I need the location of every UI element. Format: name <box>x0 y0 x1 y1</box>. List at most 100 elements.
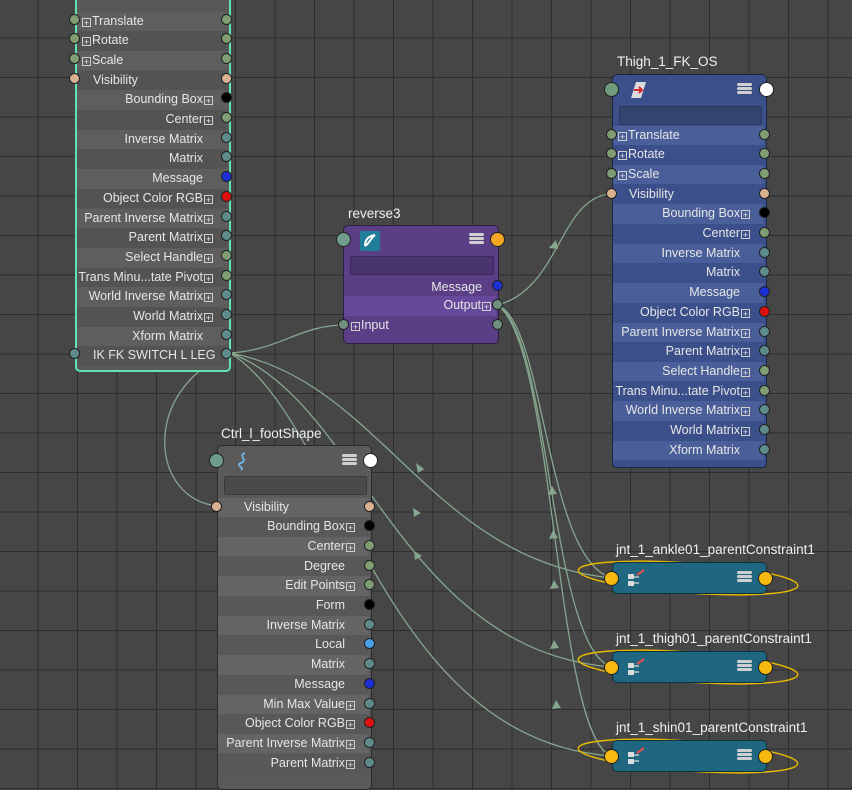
reverse3-out-port[interactable] <box>490 232 505 247</box>
attr-row-xform-matrix[interactable]: Xform Matrix <box>77 326 227 347</box>
foot-out-port[interactable] <box>363 453 378 468</box>
attr-row-scale[interactable]: +Scale <box>77 50 227 71</box>
port-select-handle-out[interactable] <box>221 249 232 261</box>
port-local-out[interactable] <box>364 638 375 650</box>
attr-row-ik-fk-switch-l-leg[interactable]: IK FK SWITCH L LEG <box>77 346 227 366</box>
attr-row-object-color-rgb[interactable]: Object Color RGB+ <box>613 302 764 323</box>
expand-icon[interactable]: + <box>741 348 750 359</box>
attr-row-world-matrix[interactable]: World Matrix+ <box>613 421 764 441</box>
attr-row-output[interactable]: Output+ <box>344 296 496 316</box>
attr-row-bounding-box[interactable]: Bounding Box+ <box>218 517 369 537</box>
port-visibility-in[interactable] <box>69 72 80 84</box>
attr-row-world-inverse-matrix[interactable]: World Inverse Matrix+ <box>613 401 764 421</box>
port-visibility-out[interactable] <box>364 500 375 512</box>
port-translate-in[interactable] <box>69 13 80 25</box>
port-message-out[interactable] <box>759 286 770 298</box>
constraint-in-port[interactable] <box>604 749 619 764</box>
port-translate-in[interactable] <box>606 128 617 140</box>
expand-icon[interactable]: + <box>204 273 213 284</box>
port-inverse-matrix-out[interactable] <box>221 131 232 143</box>
expand-icon[interactable]: + <box>741 308 750 319</box>
attr-row-scale[interactable]: +Scale <box>613 164 764 185</box>
attr-row-local[interactable]: Local <box>218 635 369 655</box>
port-degree-out[interactable] <box>364 559 375 571</box>
attr-row-bounding-box[interactable]: Bounding Box+ <box>77 90 227 110</box>
port-trans-minu-tate-pivot-out[interactable] <box>221 269 232 281</box>
node-menu-icon[interactable] <box>469 232 484 247</box>
port-world-matrix-out[interactable] <box>759 424 770 435</box>
thigh-in-port[interactable] <box>604 82 619 97</box>
expand-icon[interactable]: + <box>741 210 750 221</box>
port-rotate-out[interactable] <box>759 148 770 160</box>
expand-icon[interactable]: + <box>82 37 91 48</box>
expand-icon[interactable]: + <box>204 116 213 126</box>
port-object-color-rgb-out[interactable] <box>759 305 770 317</box>
expand-icon[interactable]: + <box>482 302 491 312</box>
port-object-color-rgb-out[interactable] <box>221 190 232 202</box>
port-message-out[interactable] <box>492 280 503 291</box>
port-center-out[interactable] <box>364 539 375 551</box>
port-parent-inverse-matrix-out[interactable] <box>759 325 770 337</box>
attr-row-input[interactable]: +Input <box>344 316 496 336</box>
attr-row-trans-minu-tate-pivot[interactable]: Trans Minu...tate Pivot+ <box>77 267 227 288</box>
node-menu-icon[interactable] <box>342 453 357 468</box>
expand-icon[interactable]: + <box>618 151 627 162</box>
port-translate-out[interactable] <box>759 128 770 140</box>
expand-icon[interactable]: + <box>618 170 627 181</box>
parent-constraint-node[interactable] <box>612 651 767 683</box>
parent-constraint-node[interactable] <box>612 740 767 772</box>
attr-row-object-color-rgb[interactable]: Object Color RGB+ <box>77 188 227 209</box>
expand-icon[interactable]: + <box>346 523 355 534</box>
port-scale-out[interactable] <box>221 52 232 64</box>
expand-icon[interactable]: + <box>346 759 355 770</box>
port-rotate-in[interactable] <box>606 148 617 160</box>
expand-icon[interactable]: + <box>741 407 750 418</box>
port-bounding-box-out[interactable] <box>759 207 770 219</box>
port-trans-minu-tate-pivot-out[interactable] <box>759 384 770 396</box>
constraint-out-port[interactable] <box>758 660 773 675</box>
attr-row-min-max-value[interactable]: Min Max Value+ <box>218 694 369 715</box>
constraint-in-port[interactable] <box>604 660 619 675</box>
port-world-inverse-matrix-out[interactable] <box>759 404 770 416</box>
port-inverse-matrix-out[interactable] <box>759 246 770 258</box>
attr-row-object-color-rgb[interactable]: Object Color RGB+ <box>218 714 369 734</box>
attr-row-xform-matrix[interactable]: Xform Matrix <box>613 440 764 461</box>
expand-icon[interactable]: + <box>82 56 91 67</box>
port-form-out[interactable] <box>364 599 375 610</box>
attr-row-inverse-matrix[interactable]: Inverse Matrix <box>218 615 369 636</box>
reverse3-node[interactable]: Message Output+ +Input <box>343 225 499 344</box>
port-message-out[interactable] <box>221 171 232 183</box>
attr-row-rotate[interactable]: +Rotate <box>613 145 764 165</box>
attr-row-select-handle[interactable]: Select Handle+ <box>613 361 764 382</box>
port-center-out[interactable] <box>221 112 232 123</box>
expand-icon[interactable]: + <box>741 230 750 240</box>
port-center-out[interactable] <box>759 227 770 238</box>
node-name-field[interactable] <box>350 256 494 275</box>
node-menu-icon[interactable] <box>737 659 752 674</box>
attr-row-matrix[interactable]: Matrix <box>613 263 764 283</box>
attr-row-world-inverse-matrix[interactable]: World Inverse Matrix+ <box>77 287 227 307</box>
port-xform-matrix-out[interactable] <box>221 328 232 340</box>
attr-row-degree[interactable]: Degree <box>218 556 369 577</box>
attr-row-visibility[interactable]: Visibility <box>77 70 227 91</box>
port-input-out[interactable] <box>492 319 503 330</box>
expand-icon[interactable]: + <box>618 131 627 142</box>
attr-row-matrix[interactable]: Matrix <box>77 149 227 169</box>
attr-row-parent-inverse-matrix[interactable]: Parent Inverse Matrix+ <box>218 733 369 754</box>
port-visibility-out[interactable] <box>759 187 770 199</box>
expand-icon[interactable]: + <box>346 582 355 593</box>
expand-icon[interactable]: + <box>741 387 750 398</box>
attr-row-parent-matrix[interactable]: Parent Matrix+ <box>613 342 764 362</box>
thigh-out-port[interactable] <box>759 82 774 97</box>
port-message-out[interactable] <box>364 677 375 689</box>
attr-row-center[interactable]: Center+ <box>77 110 227 130</box>
attr-row-message[interactable]: Message <box>613 283 764 303</box>
port-world-inverse-matrix-out[interactable] <box>221 289 232 301</box>
port-matrix-out[interactable] <box>364 658 375 670</box>
port-parent-matrix-out[interactable] <box>759 345 770 357</box>
expand-icon[interactable]: + <box>204 234 213 245</box>
attr-row-trans-minu-tate-pivot[interactable]: Trans Minu...tate Pivot+ <box>613 381 764 402</box>
expand-icon[interactable]: + <box>204 194 213 205</box>
attr-row-edit-points[interactable]: Edit Points+ <box>218 576 369 596</box>
